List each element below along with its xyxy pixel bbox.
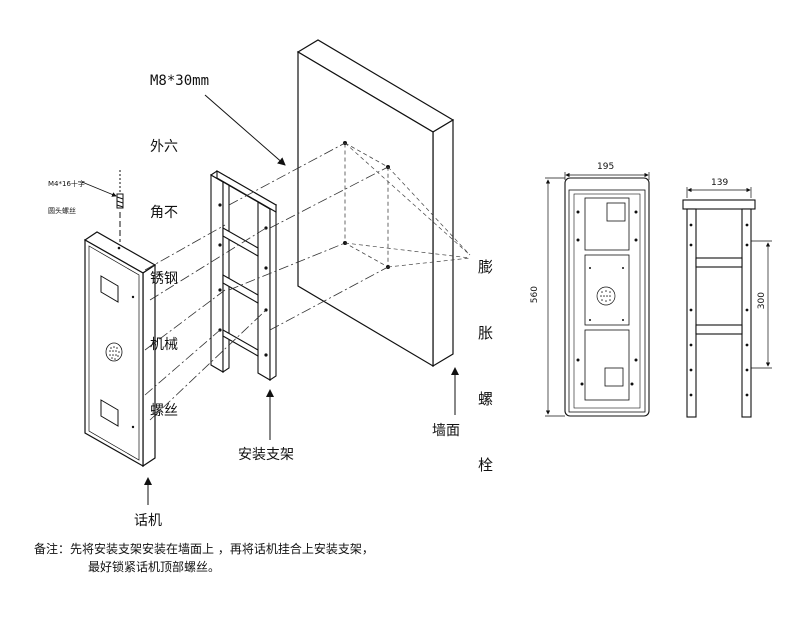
main-bolt-label-line: 机械 bbox=[150, 337, 178, 353]
small-screw-label-line: M4*16十字 bbox=[48, 180, 85, 188]
note-line-2: 最好锁紧话机顶部螺丝。 bbox=[88, 560, 221, 574]
main-bolt-label-line: 角不 bbox=[150, 205, 178, 221]
phone-speaker-icon bbox=[105, 342, 123, 362]
small-screw-leader bbox=[81, 181, 117, 197]
front-height-dimension: 560 bbox=[530, 286, 540, 304]
main-bolt-label-line: 锈钢 bbox=[150, 271, 178, 287]
expansion-bolt-label: 膨 胀 螺 栓 bbox=[478, 212, 493, 498]
phone-upper-window bbox=[100, 275, 119, 303]
main-bolt-label-line: 外六 bbox=[150, 139, 178, 155]
side-view-holes bbox=[689, 223, 749, 397]
small-screw-label-line: 圆头螺丝 bbox=[48, 207, 76, 215]
expansion-bolt-label-line: 螺 bbox=[478, 390, 494, 408]
note-line-1: 备注：先将安装支架安装在墙面上 ，再将话机挂合上安装支架， bbox=[34, 542, 374, 556]
phone-label: 话机 bbox=[134, 513, 162, 529]
main-bolt-label-line: 螺丝 bbox=[150, 403, 178, 419]
side-view bbox=[682, 199, 756, 418]
expansion-bolt-lines bbox=[344, 142, 471, 268]
side-spacing-dimension: 300 bbox=[757, 292, 767, 310]
expansion-bolt-label-line: 膨 bbox=[478, 258, 494, 276]
main-bolt-label-line: M8*30mm bbox=[150, 73, 210, 89]
side-width-dimension: 139 bbox=[711, 178, 729, 188]
phone-lower-window bbox=[100, 399, 119, 427]
wall-panel bbox=[296, 39, 455, 368]
front-view-holes bbox=[576, 210, 638, 386]
front-width-dimension: 195 bbox=[597, 162, 615, 172]
small-screw-label: M4*16十字 圆头螺丝 bbox=[48, 162, 85, 225]
main-bolt-leader bbox=[204, 94, 286, 166]
front-dimension-lines bbox=[545, 172, 650, 417]
front-view-speaker-icon bbox=[596, 286, 616, 306]
expansion-bolt-label-line: 栓 bbox=[478, 456, 494, 474]
phone-small-marks bbox=[117, 246, 135, 429]
alignment-lines bbox=[144, 142, 389, 421]
bracket-label: 安装支架 bbox=[238, 447, 294, 463]
expansion-bolt-label-line: 胀 bbox=[478, 324, 494, 342]
wall-label: 墙面 bbox=[432, 423, 460, 439]
top-screw-icon bbox=[116, 170, 124, 242]
mounting-bracket bbox=[209, 170, 278, 382]
main-bolt-label: M8*30mm 外六 角不 锈钢 机械 螺丝 bbox=[150, 26, 209, 444]
side-dimension-lines bbox=[686, 187, 772, 369]
